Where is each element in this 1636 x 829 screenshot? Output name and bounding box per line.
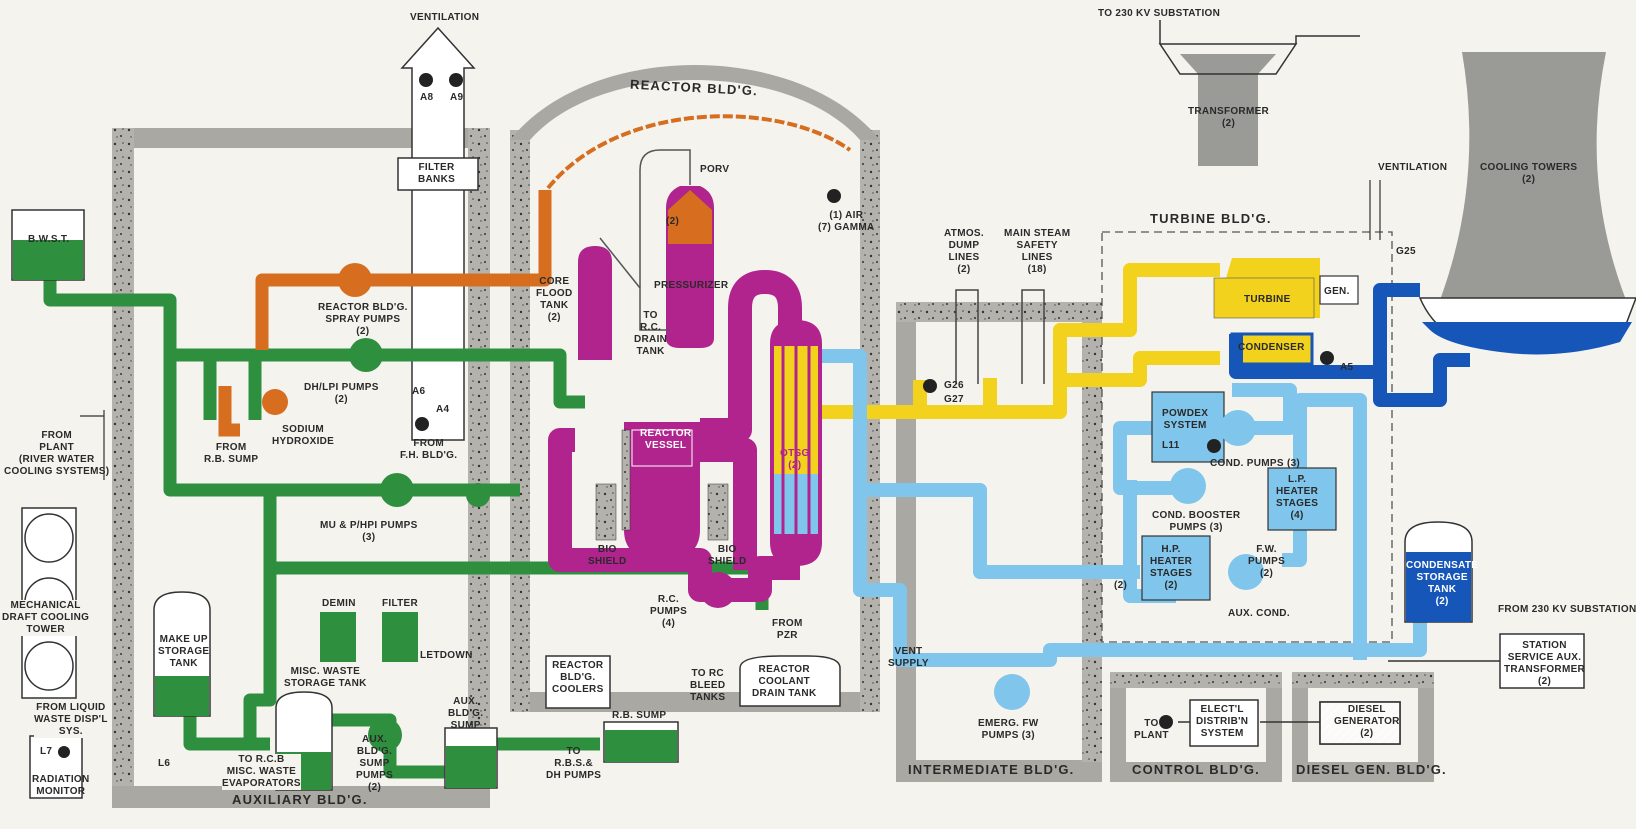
- g26-label: G26: [944, 380, 964, 392]
- a4-label: A4: [436, 404, 449, 416]
- from-rb-sump-label: FROM R.B. SUMP: [204, 442, 258, 466]
- cond-pumps-label: COND. PUMPS (3): [1210, 458, 1300, 470]
- cooling-towers-label: COOLING TOWERS (2): [1480, 162, 1577, 186]
- vent-turbine-label: VENTILATION: [1378, 162, 1447, 174]
- auxiliary-building-label: AUXILIARY BLD'G.: [232, 794, 368, 806]
- to-rc-bleed-label: TO RC BLEED TANKS: [690, 668, 725, 704]
- misc-waste-label: MISC. WASTE STORAGE TANK: [284, 666, 367, 690]
- cooling-tower: [1420, 52, 1636, 354]
- substation-right-label: FROM 230 KV SUBSTATION: [1498, 604, 1636, 616]
- core-flood-label: CORE FLOOD TANK (2): [536, 276, 573, 324]
- to-plant-label: TO PLANT: [1134, 718, 1169, 742]
- aux-sump-pumps-label: AUX. BLD'G. SUMP PUMPS (2): [356, 734, 393, 794]
- g27-label: G27: [944, 394, 964, 406]
- pressurizer-label: PRESSURIZER: [654, 280, 728, 292]
- main-steam-label: MAIN STEAM SAFETY LINES (18): [1004, 228, 1070, 276]
- reactor-vessel-label: REACTOR VESSEL: [640, 428, 691, 452]
- powdex-label: POWDEX SYSTEM: [1162, 408, 1208, 432]
- sodium-label: SODIUM HYDROXIDE: [272, 424, 334, 448]
- g25-label: G25: [1396, 246, 1416, 258]
- gen-label: GEN.: [1324, 286, 1350, 298]
- filter-label: FILTER: [382, 598, 418, 610]
- porv-label: PORV: [700, 164, 729, 176]
- otsg-label: OTSG (2): [780, 448, 810, 472]
- transformer-label: TRANSFORMER (2): [1188, 106, 1269, 130]
- diesel-building-label: DIESEL GEN. BLD'G.: [1296, 764, 1447, 776]
- makeup-tank-label: MAKE UP STORAGE TANK: [158, 634, 209, 670]
- air-gamma-label: (1) AIR (7) GAMMA: [818, 210, 875, 234]
- ventilation-stack: [398, 28, 478, 440]
- atmos-dump-label: ATMOS. DUMP LINES (2): [944, 228, 984, 276]
- substation-label: TO 230 KV SUBSTATION: [1098, 8, 1220, 20]
- from-fh-label: FROM F.H. BLD'G.: [400, 438, 457, 462]
- a6-label: A6: [412, 386, 425, 398]
- bwst-label: B.W.S.T.: [28, 234, 69, 246]
- blue-equipment: [994, 392, 1472, 710]
- radiation-monitor-label: RADIATION MONITOR: [32, 774, 90, 798]
- two-label: (2): [666, 216, 679, 228]
- a8-label: A8: [420, 92, 433, 104]
- rb-coolers-label: REACTOR BLD'G. COOLERS: [552, 660, 604, 696]
- yellow-steam-piping: [822, 270, 1220, 412]
- cond-booster-label: COND. BOOSTER PUMPS (3): [1152, 510, 1240, 534]
- rb-sump-label: R.B. SUMP: [612, 710, 666, 722]
- l7-label: L7: [40, 746, 52, 758]
- condensate-tank-label: CONDENSATE STORAGE TANK (2): [1406, 560, 1478, 608]
- a5-label: A5: [1340, 362, 1353, 374]
- from-liquid-label: FROM LIQUID WASTE DISP'L SYS.: [34, 702, 108, 738]
- filter-banks-label: FILTER BANKS: [418, 162, 455, 186]
- mechanical-tower-label: MECHANICAL DRAFT COOLING TOWER: [2, 600, 89, 636]
- vent-supply-label: VENT SUPPLY: [888, 646, 929, 670]
- letdown-label: LETDOWN: [420, 650, 473, 662]
- station-transformer-label: STATION SERVICE AUX. TRANSFORMER (2): [1504, 640, 1585, 688]
- to-rc-drain-label: TO R.C. DRAIN TANK: [634, 310, 667, 358]
- to-rcb-label: TO R.C.B MISC. WASTE EVAPORATORS: [222, 754, 301, 790]
- transformer: [1160, 20, 1360, 166]
- lp-heater-label: L.P. HEATER STAGES (4): [1276, 474, 1318, 522]
- l6-label: L6: [158, 758, 170, 770]
- bio-shield-right-label: BIO SHIELD: [708, 544, 746, 568]
- aux-cond-label: AUX. COND.: [1228, 608, 1290, 620]
- ventilation-label: VENTILATION: [410, 12, 479, 24]
- rb-spray-label: REACTOR BLD'G. SPRAY PUMPS (2): [318, 302, 408, 338]
- from-pzr-label: FROM PZR: [772, 618, 803, 642]
- rc-drain-tank-label: REACTOR COOLANT DRAIN TANK: [752, 664, 816, 700]
- mu-hpi-label: MU & P/HPI PUMPS (3): [320, 520, 418, 544]
- a9-label: A9: [450, 92, 463, 104]
- turbine-label: TURBINE: [1244, 294, 1291, 306]
- l11-label: L11: [1162, 440, 1180, 452]
- aux-sump-label: AUX. BLD'G. SUMP: [448, 696, 483, 732]
- dh-lpi-label: DH/LPI PUMPS (2): [304, 382, 379, 406]
- diesel-generator-label: DIESEL GENERATOR (2): [1334, 704, 1400, 740]
- demin-label: DEMIN: [322, 598, 356, 610]
- spray-header: [548, 116, 850, 188]
- condenser-label: CONDENSER: [1238, 342, 1305, 354]
- two-fw-label: (2): [1114, 580, 1127, 592]
- fw-pumps-label: F.W. PUMPS (2): [1248, 544, 1285, 580]
- intermediate-building-label: INTERMEDIATE BLD'G.: [908, 764, 1074, 776]
- hp-heater-label: H.P. HEATER STAGES (2): [1150, 544, 1192, 592]
- rc-pumps-label: R.C. PUMPS (4): [650, 594, 687, 630]
- elect-distrib-label: ELECT'L DISTRIB'N SYSTEM: [1196, 704, 1248, 740]
- to-rbs-dh-label: TO R.B.S.& DH PUMPS: [546, 746, 601, 782]
- bio-shield-left-label: BIO SHIELD: [588, 544, 626, 568]
- control-building-label: CONTROL BLD'G.: [1132, 764, 1260, 776]
- emerg-fw-label: EMERG. FW PUMPS (3): [978, 718, 1038, 742]
- from-plant-label: FROM PLANT (RIVER WATER COOLING SYSTEMS): [4, 430, 109, 478]
- turbine-building-label: TURBINE BLD'G.: [1150, 213, 1272, 225]
- turbine-vent-line: [1370, 180, 1380, 240]
- spray-pump: [338, 263, 372, 297]
